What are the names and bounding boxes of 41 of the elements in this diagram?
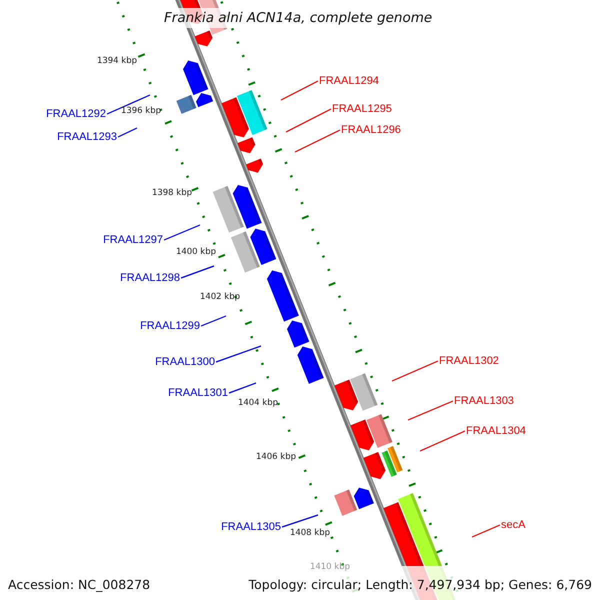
genome-info-text: Topology: circular; Length: 7,497,934 bp; Genes: 6,769	[248, 577, 592, 593]
leader-line	[216, 345, 262, 363]
gene-label: FRAAL1300	[155, 355, 215, 369]
gene-label: secA	[501, 518, 526, 532]
leader-line	[294, 129, 340, 153]
scale-label: 1400 kbp	[176, 247, 216, 257]
gene-label: FRAAL1294	[319, 74, 379, 88]
gene-label: FRAAL1303	[454, 394, 514, 408]
leader-line	[180, 265, 214, 279]
gene-label: FRAAL1295	[332, 102, 392, 116]
leader-line	[472, 524, 500, 538]
scale-label: 1404 kbp	[238, 398, 278, 408]
scale-label: 1396 kbp	[120, 106, 161, 116]
scale-label: 1402 kbp	[200, 292, 240, 302]
gene-label: FRAAL1292	[46, 107, 106, 121]
scale-label: 1398 kbp	[152, 188, 192, 198]
gene-label: FRAAL1305	[221, 520, 281, 534]
gene-label: FRAAL1302	[439, 354, 499, 368]
leader-line	[392, 360, 438, 382]
gene-label: FRAAL1301	[168, 386, 228, 400]
scale-label: 1410 kbp	[310, 562, 350, 572]
gene-label: FRAAL1299	[140, 319, 200, 333]
gene-label: FRAAL1296	[341, 123, 401, 137]
leader-line	[420, 430, 466, 452]
gene-label: FRAAL1304	[466, 424, 526, 438]
leader-line	[118, 127, 138, 138]
leader-line	[282, 514, 318, 528]
accession-text: Accession: NC_008278	[8, 577, 150, 593]
leader-line	[408, 400, 454, 421]
gene-label: FRAAL1297	[103, 233, 163, 247]
scale-label: 1394 kbp	[96, 56, 137, 66]
scale-label: 1406 kbp	[256, 452, 296, 462]
leader-line	[280, 80, 318, 101]
leader-line	[228, 382, 256, 394]
scale-label: 1408 kbp	[290, 528, 330, 538]
gene-label: FRAAL1293	[57, 130, 117, 144]
leader-line	[286, 108, 332, 133]
leader-line	[106, 94, 150, 115]
gene-label: FRAAL1298	[120, 271, 180, 285]
leader-line	[164, 224, 200, 241]
leader-line	[200, 315, 226, 327]
